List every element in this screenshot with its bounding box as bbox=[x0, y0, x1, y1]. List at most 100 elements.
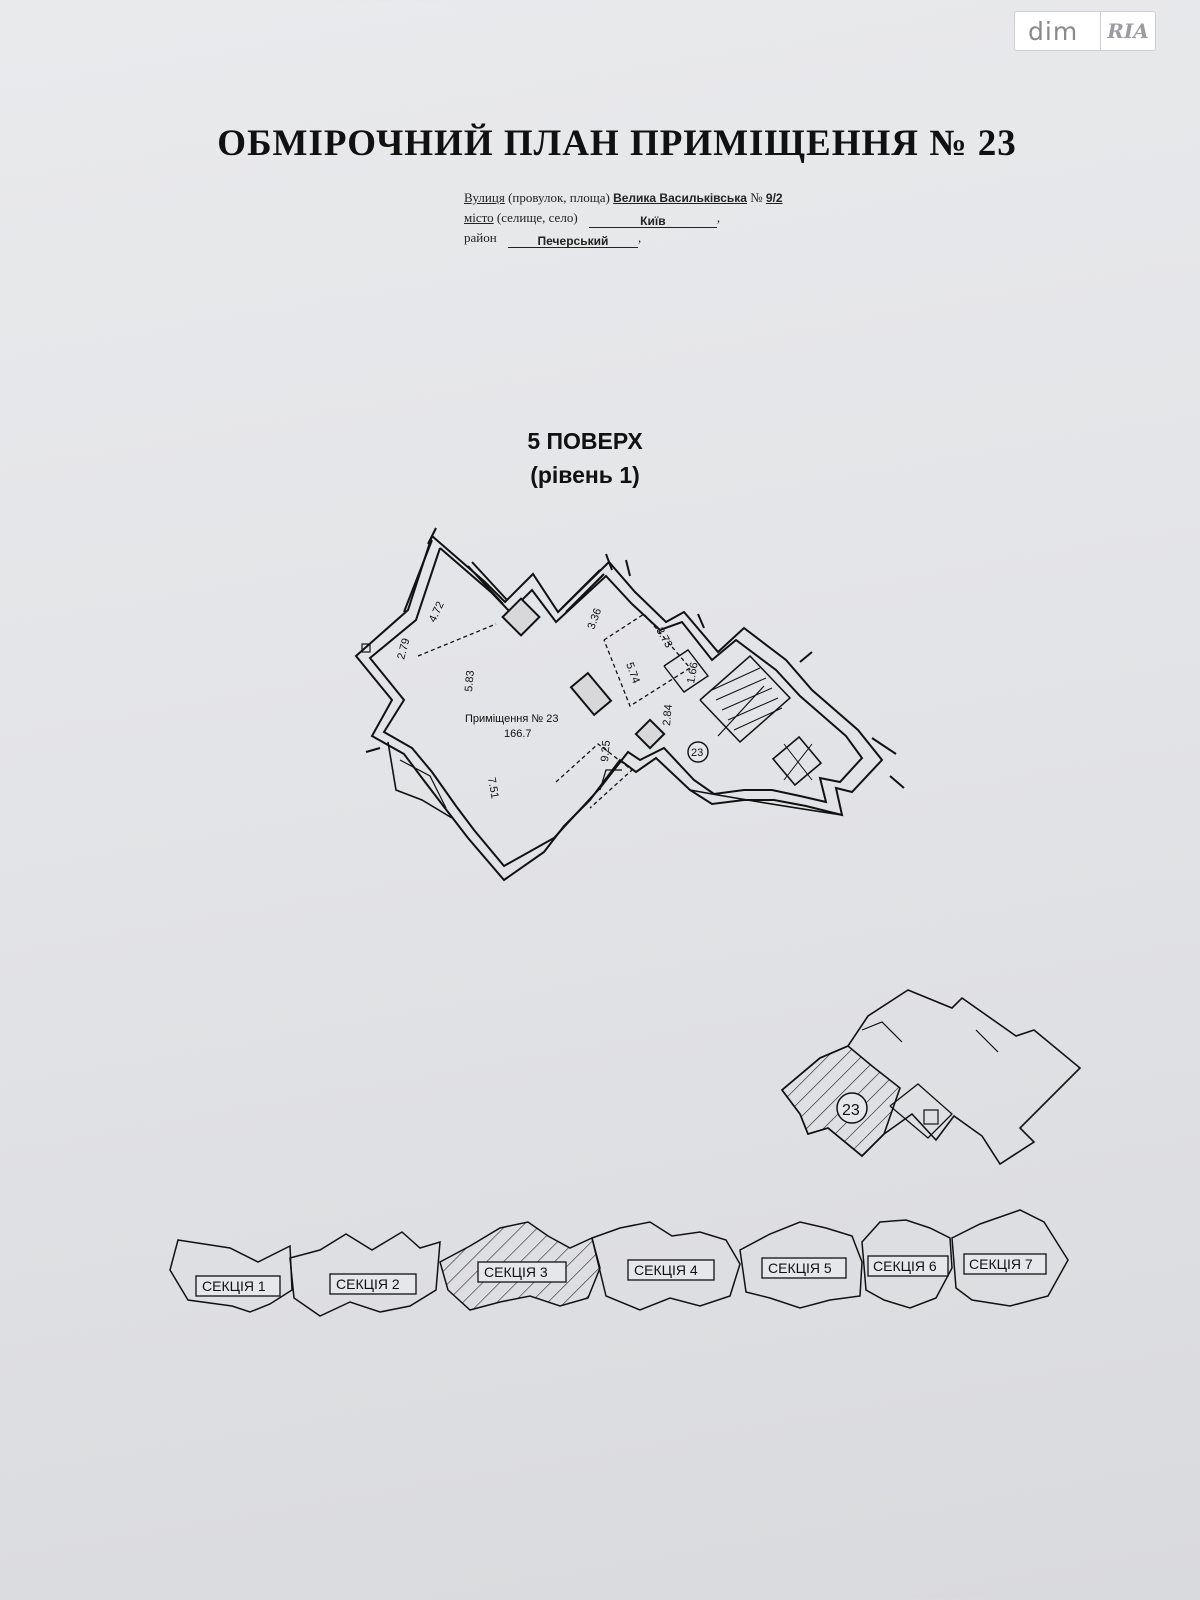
dim-ria-watermark: dim RIA bbox=[1014, 11, 1156, 51]
window-upper-2 bbox=[561, 569, 601, 609]
section-3-label: СЕКЦІЯ 3 bbox=[484, 1264, 548, 1280]
left-corner-mark bbox=[361, 643, 371, 653]
section-shape-5 bbox=[739, 1221, 863, 1309]
city-label: місто bbox=[464, 210, 494, 225]
window-upper-1 bbox=[467, 565, 504, 605]
district-row: район Печерський, bbox=[464, 230, 642, 248]
document-title: ОБМІРОЧНИЙ ПЛАН ПРИМІЩЕННЯ № 23 bbox=[217, 123, 1017, 164]
column-1 bbox=[501, 597, 541, 637]
dim-7-51: 7.51 bbox=[485, 776, 501, 799]
plan-labels: 4.72 2.79 3.36 3.73 5.83 5.74 1.66 2.84 … bbox=[395, 600, 709, 800]
section-shape-2 bbox=[289, 1231, 441, 1317]
dim-5-83: 5.83 bbox=[463, 670, 477, 692]
room-name: Приміщення № 23 bbox=[465, 713, 558, 725]
key-plan-marker-circle bbox=[836, 1092, 868, 1124]
floor-title: 5 ПОВЕРХ bbox=[527, 428, 643, 454]
key-plan-inner bbox=[861, 1021, 903, 1043]
section-5-box bbox=[761, 1257, 847, 1279]
section-4-label: СЕКЦІЯ 4 bbox=[634, 1262, 698, 1278]
number-label: № bbox=[750, 190, 763, 205]
section-7-box bbox=[963, 1253, 1047, 1275]
district-label: район bbox=[464, 230, 497, 245]
left-balcony-door bbox=[399, 759, 447, 809]
ria-logo-text: RIA bbox=[1107, 19, 1149, 43]
room-area: 166.7 bbox=[504, 728, 532, 740]
stair-step-1 bbox=[711, 667, 761, 691]
street-label: Вулиця bbox=[464, 190, 505, 205]
section-5-label: СЕКЦІЯ 5 bbox=[768, 1260, 832, 1276]
dashed-zone-3 bbox=[555, 743, 634, 809]
district-value: Печерський bbox=[507, 231, 638, 248]
key-plan bbox=[780, 989, 1082, 1166]
section-shape-1 bbox=[169, 1239, 293, 1313]
left-balcony bbox=[387, 741, 453, 819]
street-row: Вулиця (провулок, площа) Велика Василькі… bbox=[464, 188, 783, 208]
column-2 bbox=[569, 671, 613, 717]
tick-6 bbox=[365, 747, 381, 753]
city-value: Київ bbox=[588, 211, 717, 228]
section-4-box bbox=[627, 1259, 715, 1281]
dashed-zone-2 bbox=[603, 613, 691, 707]
tick-5 bbox=[889, 775, 905, 789]
number-value: 9/2 bbox=[765, 191, 783, 205]
city-hint: (селище, село) bbox=[496, 210, 578, 225]
watermark-dim-text: dim bbox=[1028, 16, 1079, 46]
stair-arrow bbox=[717, 685, 765, 737]
dim-5-74: 5.74 bbox=[623, 661, 642, 685]
window-upper-1b bbox=[471, 561, 508, 601]
key-plan-marker-text: 23 bbox=[842, 1102, 860, 1119]
dim-3-36: 3.36 bbox=[586, 607, 605, 631]
section-7-label: СЕКЦІЯ 7 bbox=[969, 1256, 1033, 1272]
dim-2-84: 2.84 bbox=[661, 704, 675, 726]
tick-1 bbox=[427, 527, 437, 545]
section-1-label: СЕКЦІЯ 1 bbox=[202, 1278, 266, 1294]
section-2-label: СЕКЦІЯ 2 bbox=[336, 1276, 400, 1292]
stair-step-3 bbox=[721, 687, 773, 711]
section-shape-7 bbox=[951, 1209, 1069, 1307]
dim-3-73: 3.73 bbox=[653, 626, 674, 651]
column-3 bbox=[634, 718, 666, 750]
tick-8 bbox=[799, 651, 813, 663]
section-shape-6 bbox=[861, 1219, 953, 1309]
stair-step-5 bbox=[733, 707, 783, 731]
dim-1-66: 1.66 bbox=[685, 661, 701, 684]
key-plan-elevator bbox=[923, 1109, 939, 1125]
tick-3 bbox=[625, 559, 631, 577]
dim-2-79: 2.79 bbox=[395, 637, 412, 661]
tick-4 bbox=[697, 613, 705, 629]
window-upper-2b bbox=[565, 573, 605, 613]
plan-small-stair bbox=[599, 769, 622, 791]
floor-plan bbox=[354, 527, 905, 882]
tick-2 bbox=[605, 553, 613, 571]
street-value: Велика Васильківська bbox=[613, 191, 747, 205]
section-3-box bbox=[477, 1261, 567, 1283]
window-left bbox=[403, 539, 433, 613]
stair-core bbox=[699, 654, 792, 744]
street-hint: (провулок, площа) bbox=[508, 190, 610, 205]
key-plan-stair bbox=[889, 1083, 953, 1139]
section-1-box bbox=[195, 1275, 281, 1297]
stair-core-curve bbox=[689, 789, 843, 816]
section-labels: СЕКЦІЯ 1 СЕКЦІЯ 2 СЕКЦІЯ 3 СЕКЦІЯ 4 СЕКЦ… bbox=[195, 1253, 1047, 1297]
dim-9-25: 9.25 bbox=[599, 740, 613, 762]
plan-outer-wall bbox=[354, 535, 884, 882]
section-shape-4 bbox=[591, 1221, 741, 1311]
section-2-box bbox=[329, 1273, 417, 1295]
key-plan-inner-2 bbox=[975, 1029, 999, 1053]
ria-logo: RIA bbox=[1100, 11, 1155, 51]
stair-step-2 bbox=[715, 677, 767, 701]
section-6-label: СЕКЦІЯ 6 bbox=[873, 1258, 937, 1274]
small-room bbox=[663, 649, 710, 693]
dim-4-72: 4.72 bbox=[427, 600, 447, 624]
room-marker-circle bbox=[687, 741, 709, 763]
address-block: Вулиця (провулок, площа) Велика Василькі… bbox=[464, 188, 783, 248]
dashed-line-1 bbox=[417, 623, 497, 657]
plan-inner-wall bbox=[368, 547, 864, 868]
city-row: місто (селище, село) Київ, bbox=[464, 210, 721, 228]
section-6-box bbox=[867, 1255, 949, 1277]
tick-7 bbox=[871, 737, 897, 755]
elevator-x2 bbox=[783, 743, 813, 781]
floor-level: (рівень 1) bbox=[530, 462, 640, 488]
room-marker-text: 23 bbox=[691, 747, 703, 759]
